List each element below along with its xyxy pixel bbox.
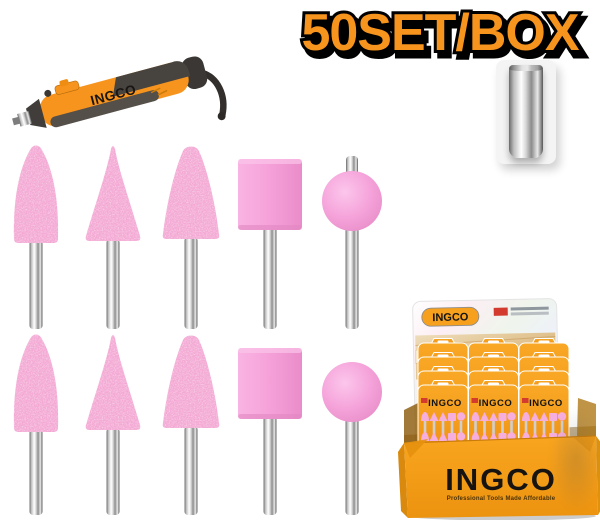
stone-shape: [162, 146, 220, 239]
box-front-top-edge: [403, 435, 597, 444]
headline-text: 50SET/BOX: [301, 4, 579, 62]
collet-tip: [12, 116, 21, 126]
card-red-badge: [471, 398, 478, 403]
bit-ball-row2: [322, 362, 382, 515]
box-corner-flap-left: [404, 439, 428, 458]
rotary-tool: INGCO: [12, 56, 227, 128]
card-mini-bits: [421, 412, 466, 441]
display-box: INGCO INGCO: [398, 298, 600, 520]
vent-slots: [150, 87, 168, 96]
shank: [106, 428, 120, 515]
stone-shape: [238, 159, 302, 230]
lock-button: [44, 89, 52, 97]
shank: [263, 227, 277, 329]
bit-bullet-cone-row1: [13, 145, 59, 329]
box-side-shadow: [550, 408, 600, 512]
box-front-logo: INGCO: [445, 462, 557, 497]
card-red-badge: [522, 398, 529, 403]
bit-pointed-cone-row2: [85, 335, 141, 515]
shank: [184, 237, 198, 329]
card-shingle: INGCO: [518, 338, 570, 456]
collet: [17, 110, 33, 127]
shank: [345, 226, 359, 329]
cord-end: [217, 112, 226, 121]
tool-rear-housing: [112, 61, 191, 97]
box-corner-flap-right: [574, 436, 596, 452]
stone-shape: [238, 348, 302, 419]
shank: [345, 410, 359, 515]
card-shingle: INGCO: [468, 338, 519, 456]
blister-card-logo: INGCO: [529, 398, 563, 409]
shank: [263, 416, 277, 515]
box-left-side: [398, 443, 408, 518]
stone-shape: [13, 145, 59, 243]
shank: [106, 239, 120, 329]
shank: [29, 240, 43, 329]
stone-shape: [162, 335, 220, 428]
headline-shadow: 50SET/BOX: [305, 9, 583, 66]
bit-tapered-cone-row1: [162, 146, 220, 329]
bit-cylinder-row1: [238, 159, 302, 329]
stone-shape: [322, 362, 382, 422]
box-front-panel: [404, 436, 598, 518]
backing-card-logo: INGCO: [432, 311, 469, 324]
fine-print-line: [510, 306, 549, 311]
metal-shank-closeup: [509, 65, 543, 158]
box-right-wall: [577, 398, 596, 437]
stone-shape: [85, 146, 141, 241]
box-right-side: [596, 436, 600, 515]
stone-shape: [13, 334, 59, 432]
blister-card-logo: INGCO: [479, 398, 513, 409]
bit-pointed-cone-row1: [85, 146, 141, 329]
bit-tapered-cone-row2: [162, 335, 220, 515]
bit-cylinder-row2: [238, 348, 302, 515]
stone-shape: [322, 171, 382, 231]
stone-shape: [85, 335, 141, 430]
card-shingle: INGCO: [417, 338, 469, 456]
red-label-badge: [493, 307, 508, 316]
shank: [184, 426, 198, 515]
fine-print-line: [510, 311, 549, 316]
box-front-tagline: Professional Tools Made Affordable: [447, 496, 556, 502]
shank-top-cap: [509, 65, 543, 71]
switch-knob: [59, 79, 69, 87]
tool-grip: [50, 90, 159, 128]
bit-bullet-cone-row2: [13, 334, 59, 515]
card-red-badge: [421, 398, 428, 403]
shank-sample-panel: [496, 60, 556, 164]
card-mini-bits: [471, 412, 516, 441]
blister-card-logo: INGCO: [428, 398, 462, 409]
shank: [29, 429, 43, 515]
bit-ball-row1: [322, 156, 382, 329]
headline-banner: 50SET/BOX 50SET/BOX: [298, 1, 588, 66]
backing-logo-pill: [421, 306, 480, 327]
blister-card-column: INGCO INGCO: [417, 338, 570, 456]
